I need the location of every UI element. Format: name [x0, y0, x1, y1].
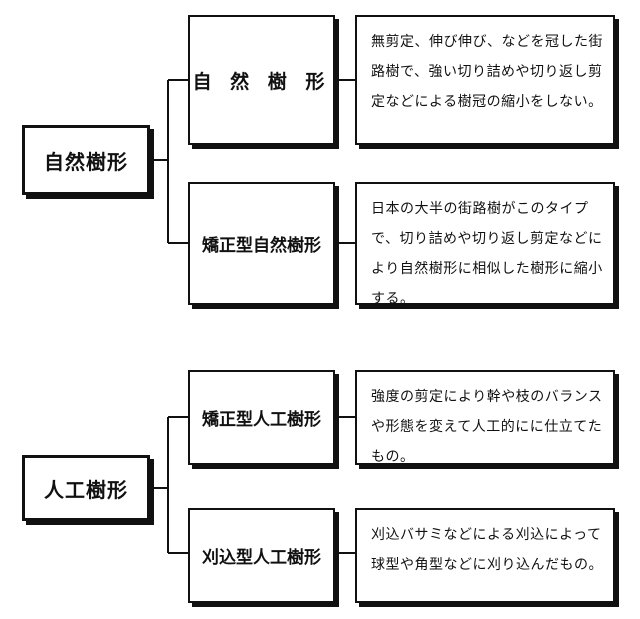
root-box-artificial: 人工樹形 — [22, 455, 150, 521]
root-label: 自然樹形 — [44, 149, 128, 174]
category-box-corrected-natural: 矯正型自然樹形 — [188, 182, 335, 305]
category-label: 自 然 樹 形 — [192, 70, 331, 93]
category-box-natural: 自 然 樹 形 — [188, 15, 335, 145]
category-label: 刈込型人工樹形 — [202, 548, 321, 568]
description-box: 刈込バサミなどによる刈込によって球型や角型などに刈り込んだもの。 — [355, 508, 615, 603]
root-label: 人工樹形 — [44, 477, 128, 502]
description-text: 強度の剪定により幹や枝のバランスや形態を変えて人工的にに仕立てたもの。 — [371, 389, 603, 465]
description-text: 刈込バサミなどによる刈込によって球型や角型などに刈り込んだもの。 — [371, 527, 603, 573]
category-box-corrected-artificial: 矯正型人工樹形 — [188, 370, 335, 465]
root-box-natural: 自然樹形 — [22, 125, 150, 195]
category-label: 矯正型人工樹形 — [202, 410, 321, 430]
description-box: 無剪定、伸び伸び、などを冠した街路樹で、強い切り詰めや切り返し剪定などによる樹冠… — [355, 15, 615, 145]
description-text: 日本の大半の街路樹がこのタイプで、切り詰めや切り返し剪定などにより自然樹形に相似… — [371, 201, 603, 307]
description-box: 日本の大半の街路樹がこのタイプで、切り詰めや切り返し剪定などにより自然樹形に相似… — [355, 182, 615, 307]
description-box: 強度の剪定により幹や枝のバランスや形態を変えて人工的にに仕立てたもの。 — [355, 370, 615, 465]
description-text: 無剪定、伸び伸び、などを冠した街路樹で、強い切り詰めや切り返し剪定などによる樹冠… — [371, 34, 603, 110]
category-box-pruned-artificial: 刈込型人工樹形 — [188, 508, 335, 603]
category-label: 矯正型自然樹形 — [202, 236, 321, 256]
